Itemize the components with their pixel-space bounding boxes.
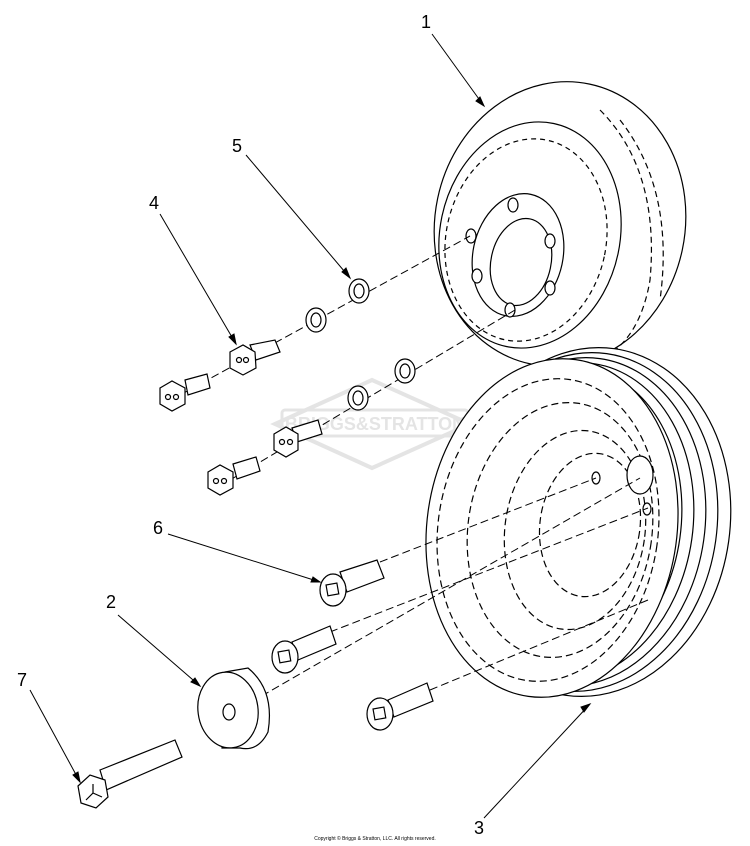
socket-screw-middle bbox=[271, 625, 337, 674]
part-7-hex-bolt bbox=[77, 739, 183, 809]
washer-lower-2 bbox=[347, 385, 369, 411]
callout-1: 1 bbox=[421, 12, 431, 32]
part-4-hex-bolts bbox=[159, 339, 323, 496]
part-2-thick-washer bbox=[197, 667, 271, 750]
callout-numbers: 1 5 4 6 2 7 3 bbox=[17, 12, 484, 838]
callout-7: 7 bbox=[17, 670, 27, 690]
callout-2: 2 bbox=[106, 592, 116, 612]
hex-nut-upper bbox=[229, 339, 281, 376]
washer-upper-1 bbox=[348, 278, 370, 304]
washer-lower-1 bbox=[394, 358, 416, 384]
hex-bolt-lower bbox=[207, 456, 261, 496]
leader-lines bbox=[29, 33, 592, 819]
socket-screw-upper bbox=[319, 559, 385, 607]
washer-upper-2 bbox=[305, 307, 327, 333]
callout-6: 6 bbox=[153, 518, 163, 538]
watermark-text: BRIGGS&STRATTON bbox=[285, 414, 465, 434]
part-1-pulley-hub bbox=[433, 81, 687, 367]
callout-4: 4 bbox=[149, 193, 159, 213]
part-3-grooved-pulley bbox=[425, 347, 732, 698]
copyright-notice: Copyright © Briggs & Stratton, LLC. All … bbox=[314, 836, 436, 842]
socket-screw-lower bbox=[366, 682, 434, 731]
callout-3: 3 bbox=[474, 818, 484, 838]
callout-5: 5 bbox=[232, 136, 242, 156]
part-5-washers bbox=[305, 278, 416, 411]
hex-nut-lower bbox=[273, 419, 323, 458]
hex-bolt-upper bbox=[159, 373, 211, 412]
part-6-socket-screws bbox=[271, 559, 434, 731]
